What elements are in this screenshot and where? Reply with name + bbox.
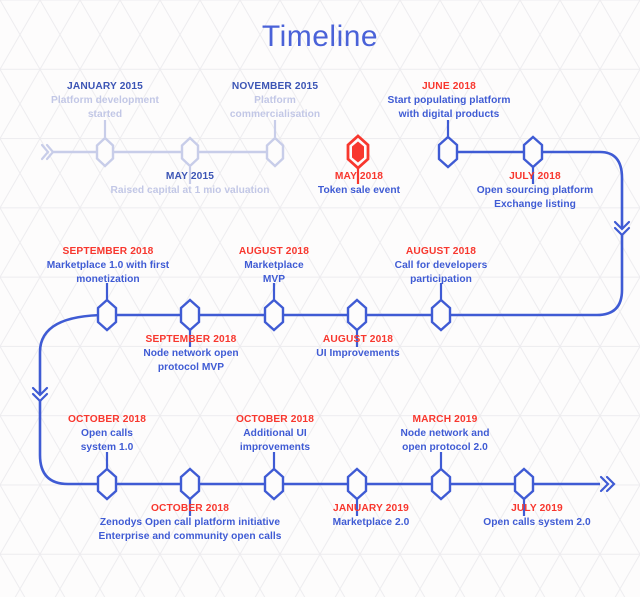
event-label-march-2019: MARCH 2019 Node network and open protoco… (371, 413, 519, 454)
event-desc-line: started (87, 108, 123, 120)
event-label-july-2018: JULY 2018 Open sourcing platform Exchang… (455, 170, 615, 211)
event-desc-line: Raised capital at 1 mio valuation (110, 185, 270, 197)
event-desc-line: Node network and (400, 428, 490, 440)
event-date: OCTOBER 2018 (67, 414, 147, 425)
event-date: MAY 2015 (165, 171, 215, 182)
event-date: AUGUST 2018 (322, 334, 394, 345)
event-date: OCTOBER 2018 (235, 414, 315, 425)
node-may-2018 (346, 134, 370, 170)
node-october-2018-open-calls (96, 467, 118, 501)
event-date: NOVEMBER 2015 (231, 81, 319, 92)
event-date: AUGUST 2018 (405, 246, 477, 257)
event-date: MAY 2018 (334, 171, 384, 182)
event-date: MARCH 2019 (412, 414, 478, 425)
event-desc-line: Marketplace 1.0 with first (46, 260, 170, 272)
node-september-2018-node-network (179, 298, 201, 332)
row3-end-arrow-icon (599, 475, 616, 493)
node-october-2018-zenodys (179, 467, 201, 501)
event-desc-line: Open sourcing platform (476, 185, 594, 197)
event-desc-line: participation (410, 273, 472, 285)
event-desc-line: improvements (239, 441, 311, 453)
event-date: JANUARY 2019 (333, 503, 409, 514)
event-label-october-2018-additional-ui: OCTOBER 2018 Additional UI improvements (205, 413, 345, 454)
event-desc-line: system 1.0 (80, 441, 134, 453)
event-desc-line: Marketplace 2.0 (332, 517, 410, 529)
node-september-2018-marketplace (96, 298, 118, 332)
event-desc-line: protocol MVP (157, 361, 225, 373)
event-label-may-2015: MAY 2015 Raised capital at 1 mio valuati… (75, 170, 305, 198)
event-desc-line: monetization (76, 273, 140, 285)
event-desc-line: Enterprise and community open calls (98, 530, 282, 542)
event-desc-line: MVP (262, 273, 286, 285)
event-desc-line: Zenodys Open call platform initiative (99, 517, 281, 529)
event-desc-line: Call for developers (394, 260, 488, 272)
event-label-january-2019: JANUARY 2019 Marketplace 2.0 (296, 502, 446, 530)
event-desc-line: open protocol 2.0 (402, 441, 488, 453)
event-date: JUNE 2018 (421, 81, 477, 92)
node-march-2019 (430, 467, 452, 501)
event-desc-line: Marketplace (244, 260, 304, 272)
node-august-2018-devs (430, 298, 452, 332)
row-2-nodes (96, 298, 452, 332)
event-desc-line: Platform (254, 95, 296, 107)
node-january-2015 (95, 136, 115, 168)
node-june-2018 (437, 135, 459, 169)
event-label-august-2018-devs: AUGUST 2018 Call for developers particip… (366, 245, 516, 286)
node-july-2018 (522, 135, 544, 169)
event-label-june-2018: JUNE 2018 Start populating platform with… (364, 80, 534, 121)
start-arrow-icon (40, 143, 55, 161)
page-title: Timeline (261, 20, 379, 53)
event-date: OCTOBER 2018 (150, 503, 230, 514)
event-desc-line: Exchange listing (494, 198, 576, 210)
event-label-october-2018-open-calls: OCTOBER 2018 Open calls system 1.0 (37, 413, 177, 454)
row-3-nodes (96, 467, 535, 501)
node-may-2018-fill (352, 141, 364, 163)
event-label-september-2018-marketplace: SEPTEMBER 2018 Marketplace 1.0 with firs… (13, 245, 203, 286)
event-date: AUGUST 2018 (238, 246, 310, 257)
node-august-2018-ui (346, 298, 368, 332)
event-desc-line: UI Improvements (316, 348, 400, 360)
event-label-august-2018-ui: AUGUST 2018 UI Improvements (288, 333, 428, 361)
event-date: SEPTEMBER 2018 (145, 334, 237, 345)
event-desc-line: Open calls system 2.0 (483, 517, 591, 529)
node-october-2018-ui (263, 467, 285, 501)
event-label-november-2015: NOVEMBER 2015 Platform commercialisation (195, 80, 355, 121)
event-date: JANUARY 2015 (67, 81, 143, 92)
event-label-may-2018: MAY 2018 Token sale event (288, 170, 430, 198)
event-label-october-2018-zenodys: OCTOBER 2018 Zenodys Open call platform … (60, 502, 320, 543)
event-desc-line: Open calls (80, 428, 134, 440)
row1-end-arrow-icon (613, 220, 631, 237)
event-label-august-2018-marketplace-mvp: AUGUST 2018 Marketplace MVP (208, 245, 340, 286)
node-january-2019 (346, 467, 368, 501)
event-date: SEPTEMBER 2018 (62, 246, 154, 257)
event-label-july-2019: JULY 2019 Open calls system 2.0 (452, 502, 622, 530)
event-label-january-2015: JANUARY 2015 Platform development starte… (10, 80, 200, 121)
event-date: JULY 2019 (511, 503, 563, 514)
event-desc-line: commercialisation (229, 108, 321, 120)
event-date: JULY 2018 (509, 171, 561, 182)
event-desc-line: Additional UI (243, 428, 307, 440)
node-july-2019 (513, 467, 535, 501)
event-desc-line: Start populating platform (387, 95, 511, 107)
row2-end-arrow-icon (31, 386, 49, 403)
event-desc-line: Platform development (51, 95, 159, 107)
node-may-2015 (180, 136, 200, 168)
row-1-nodes (95, 134, 544, 170)
node-november-2015 (265, 136, 285, 168)
event-desc-line: with digital products (398, 108, 500, 120)
event-desc-line: Node network open (143, 348, 239, 360)
event-label-september-2018-node-network: SEPTEMBER 2018 Node network open protoco… (100, 333, 282, 374)
event-desc-line: Token sale event (317, 185, 401, 197)
node-august-2018-marketplace-mvp (263, 298, 285, 332)
